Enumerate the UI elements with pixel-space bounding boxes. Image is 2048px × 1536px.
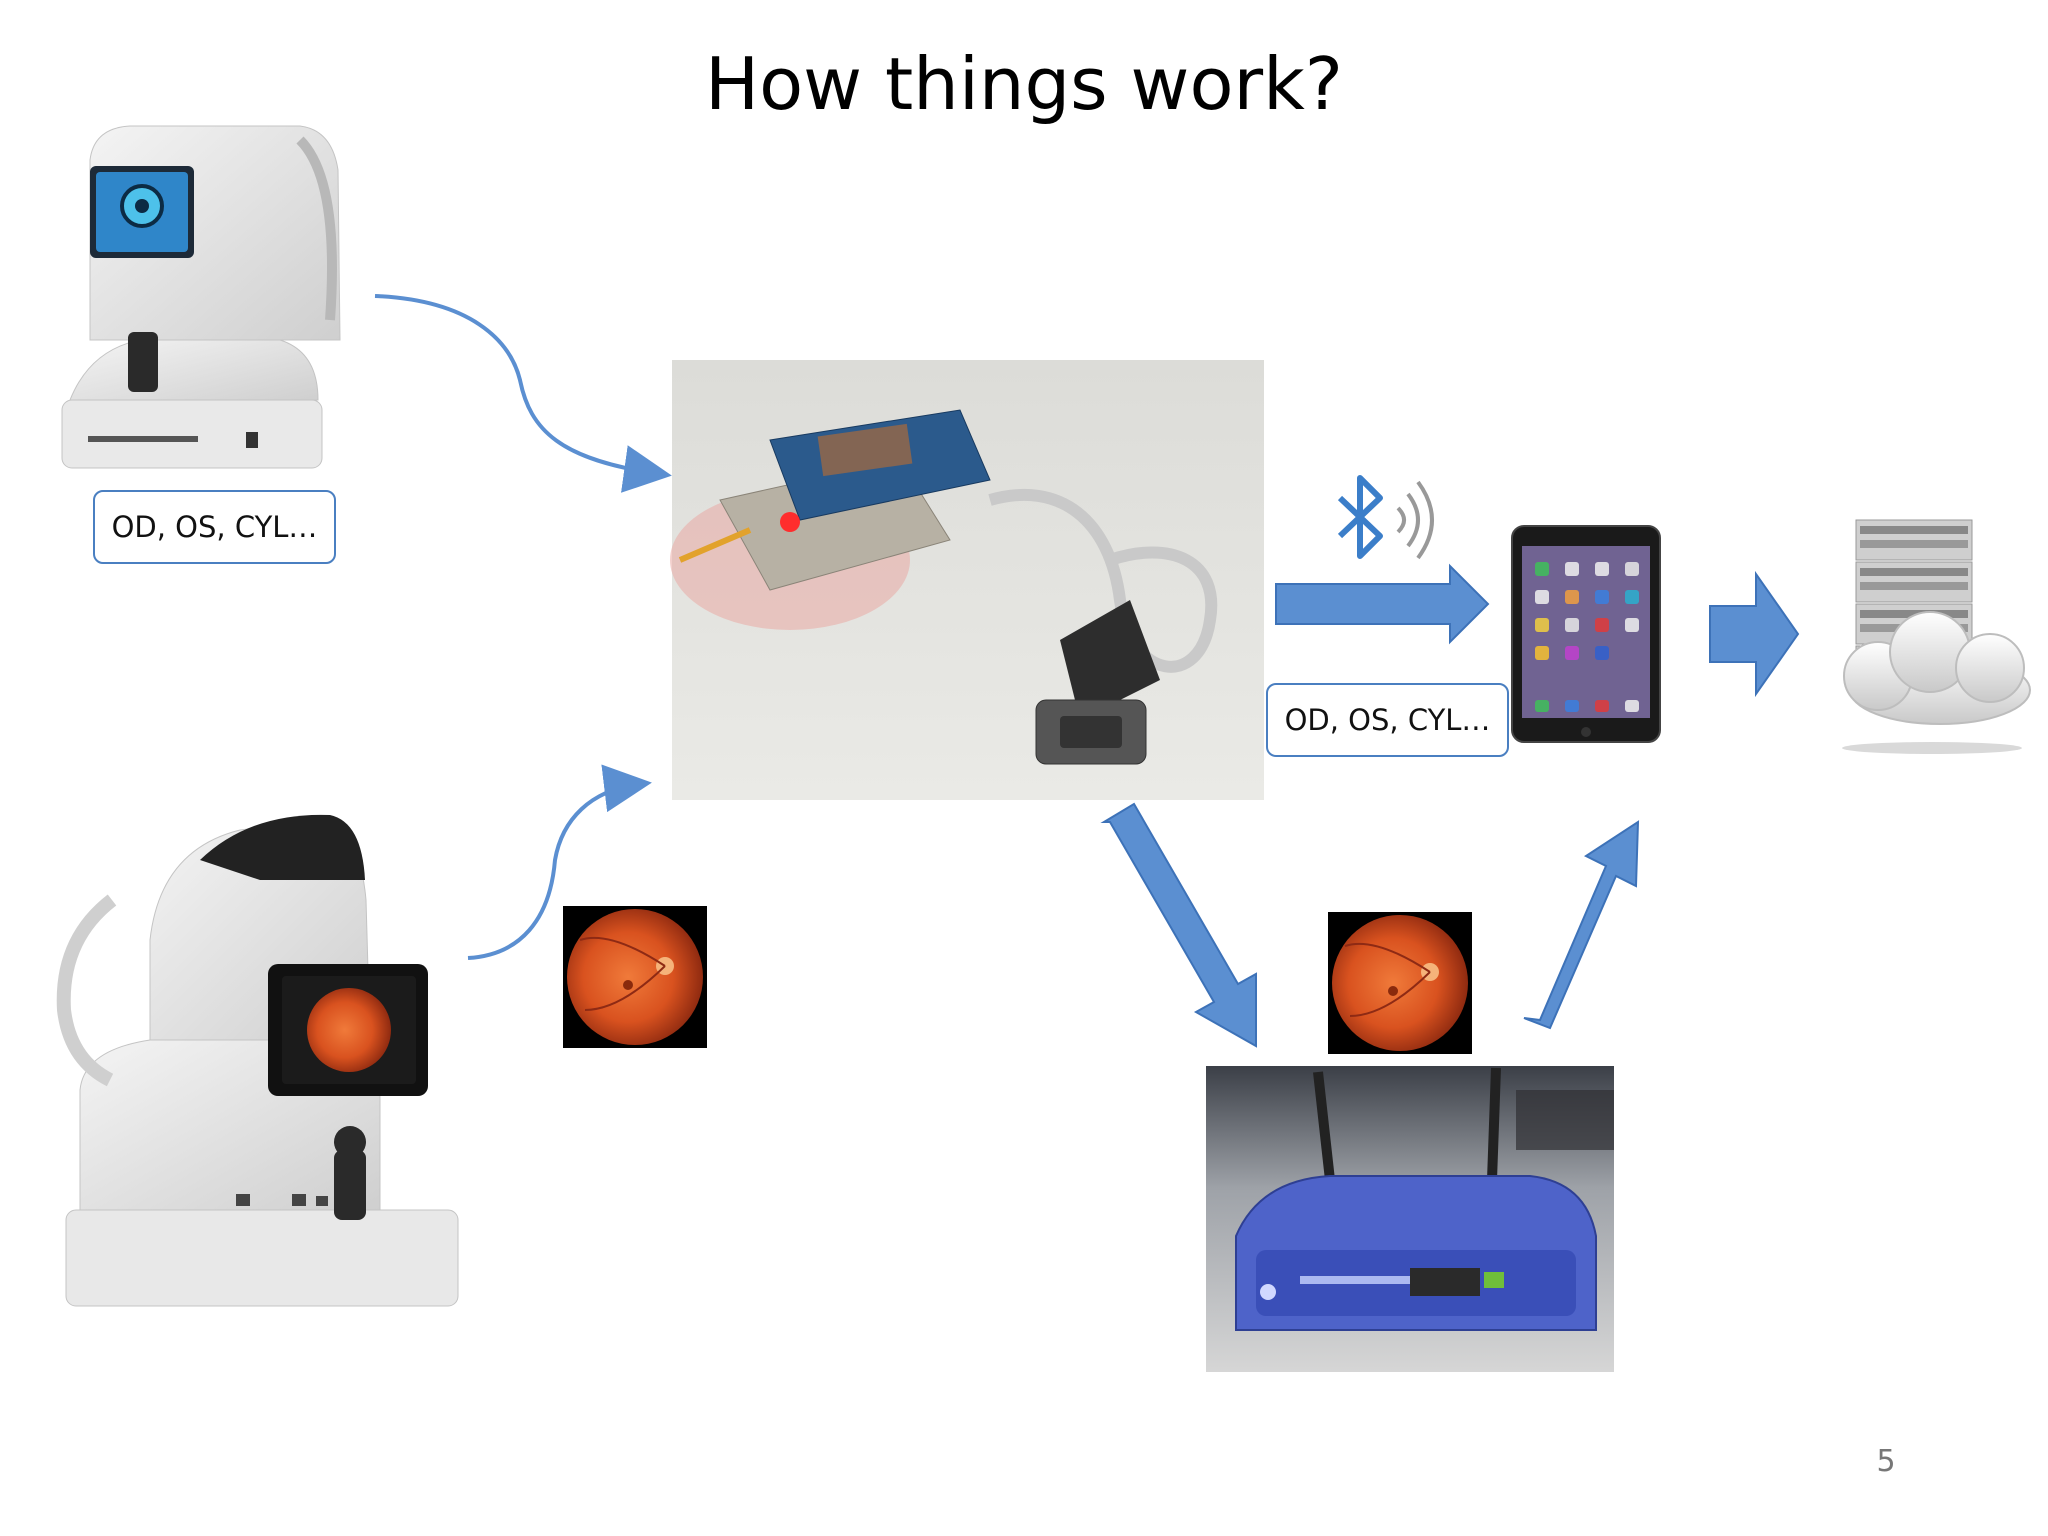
tablet xyxy=(1511,525,1661,743)
arrow-board-to-tablet xyxy=(1275,563,1490,645)
autorefractor-device xyxy=(61,125,341,469)
fundus-image xyxy=(1328,912,1472,1054)
server-cloud xyxy=(1842,519,2031,754)
wifi-router xyxy=(1206,1066,1614,1372)
slide-title: How things work? xyxy=(704,42,1343,126)
bluetooth-icon xyxy=(1337,475,1434,560)
arrow-tablet-to-server xyxy=(1709,570,1800,698)
fundus-camera-device xyxy=(56,814,459,1307)
arrow-board-to-router xyxy=(1100,802,1257,1048)
arrow-router-to-tablet xyxy=(1523,820,1640,1030)
arrow-autorefractor-to-board xyxy=(374,294,672,493)
arrow-fundus-camera-to-board xyxy=(467,764,652,960)
page-number: 5 xyxy=(1876,1444,1896,1479)
microcontroller-board xyxy=(670,360,1264,800)
readings-label-top-left: OD, OS, CYL… xyxy=(93,490,336,564)
readings-label-right: OD, OS, CYL… xyxy=(1266,683,1509,757)
fundus-image xyxy=(563,906,707,1048)
